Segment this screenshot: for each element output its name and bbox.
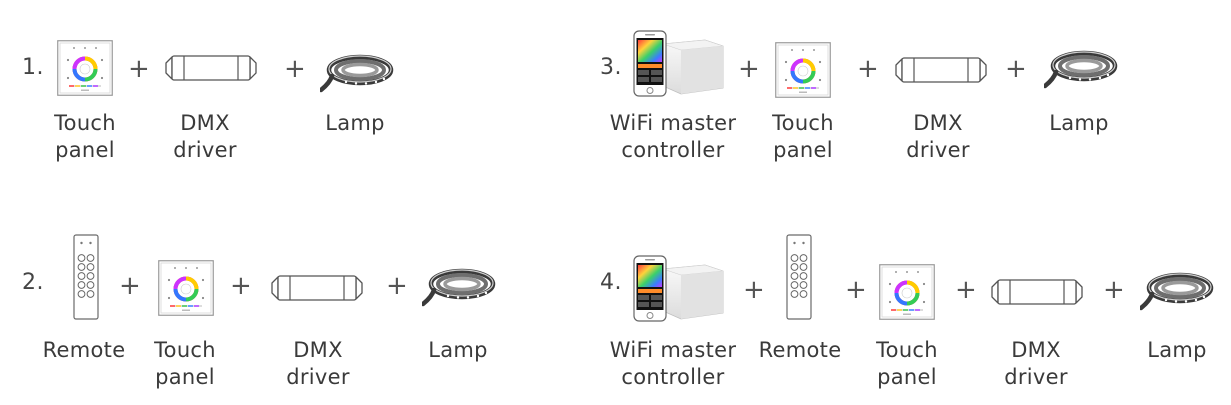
plus-sign: +	[738, 54, 760, 84]
touch-panel-icon	[775, 42, 831, 98]
touch-panel-icon	[879, 264, 935, 320]
remote-icon	[786, 234, 812, 320]
led-strip-lamp-icon	[320, 52, 394, 96]
dmx-driver-icon	[268, 273, 366, 303]
wifi-master-controller-icon	[633, 255, 725, 323]
plus-sign: +	[845, 275, 867, 305]
device-label: Lamp	[1049, 111, 1109, 135]
device-label: Lamp	[1147, 338, 1207, 362]
plus-sign: +	[743, 275, 765, 305]
scheme-number: 1.	[22, 55, 44, 80]
device-label: Lamp	[325, 111, 385, 135]
dmx-driver-icon	[892, 55, 990, 85]
device-label: Remote	[42, 338, 126, 362]
plus-sign: +	[128, 54, 150, 84]
led-strip-lamp-icon	[1044, 48, 1118, 92]
remote-icon	[73, 234, 99, 320]
led-strip-lamp-icon	[422, 266, 496, 310]
scheme-number: 3.	[600, 55, 622, 80]
plus-sign: +	[230, 271, 252, 301]
plus-sign: +	[119, 271, 141, 301]
touch-panel-icon	[158, 260, 214, 316]
wifi-master-controller-icon	[633, 30, 725, 98]
plus-sign: +	[284, 54, 306, 84]
plus-sign: +	[386, 271, 408, 301]
scheme-number: 2.	[22, 270, 44, 295]
dmx-driver-icon	[988, 277, 1086, 307]
plus-sign: +	[955, 275, 977, 305]
touch-panel-icon	[57, 40, 113, 96]
plus-sign: +	[1103, 275, 1125, 305]
dmx-driver-icon	[162, 53, 260, 83]
led-strip-lamp-icon	[1140, 270, 1214, 314]
scheme-number: 4.	[600, 270, 622, 295]
device-label: Lamp	[428, 338, 488, 362]
device-label: Remote	[758, 338, 842, 362]
plus-sign: +	[1005, 54, 1027, 84]
plus-sign: +	[857, 54, 879, 84]
